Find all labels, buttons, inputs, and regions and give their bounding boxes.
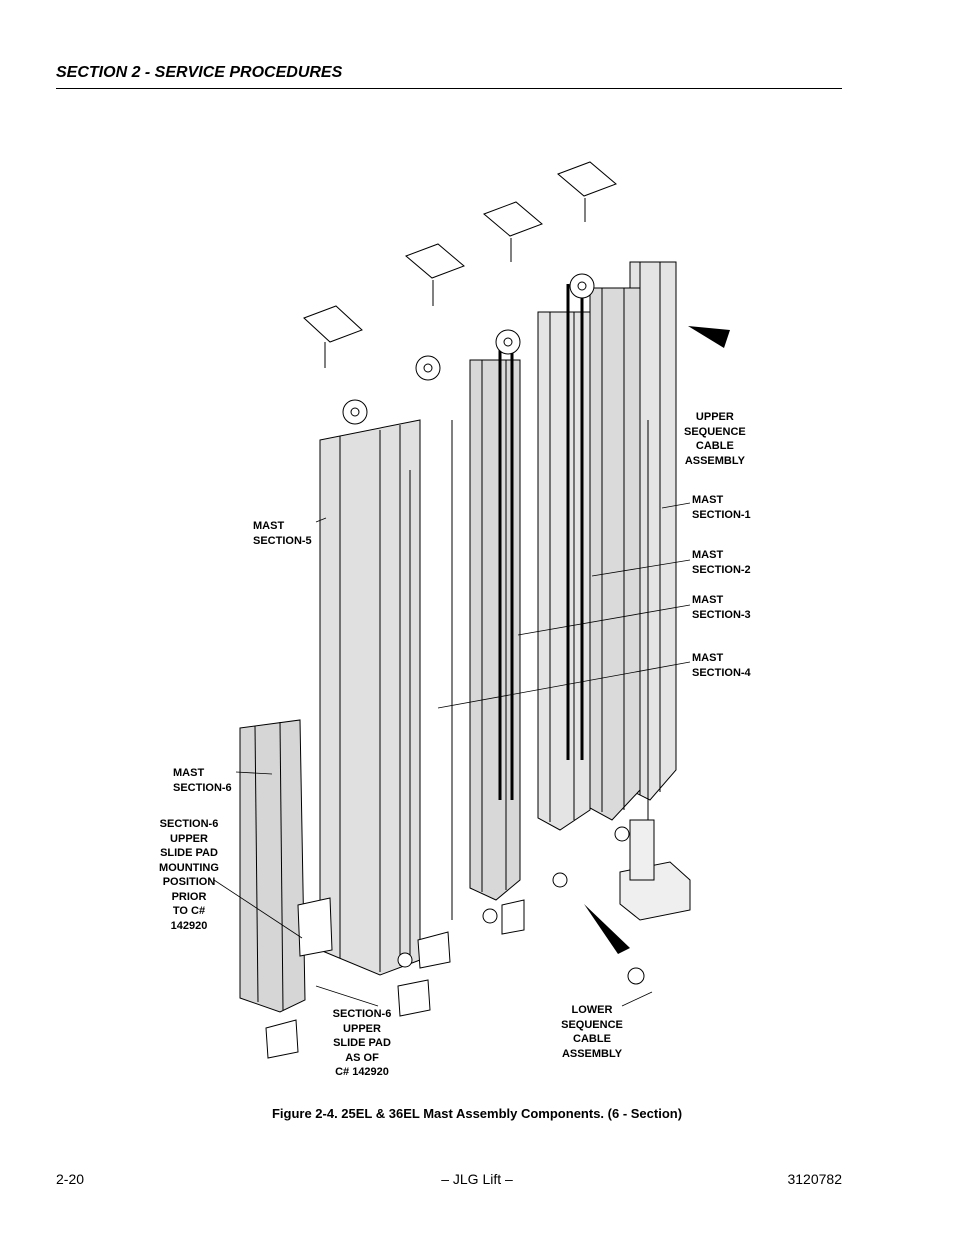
- callout-upper-sequence-cable-assembly: UPPER SEQUENCE CABLE ASSEMBLY: [684, 410, 746, 468]
- page-number: 2-20: [56, 1171, 85, 1187]
- callout-line: SECTION-3: [692, 608, 751, 621]
- callout-line: PRIOR: [171, 890, 207, 903]
- callout-mast-section-4: MAST SECTION-4: [692, 651, 751, 680]
- callout-line: LOWER: [571, 1004, 613, 1016]
- callout-line: MAST: [692, 652, 724, 664]
- mast-section-2-body: [589, 287, 641, 821]
- callout-line: CABLE: [573, 1033, 611, 1045]
- callout-mast-section-5: MAST SECTION-5: [253, 519, 312, 548]
- callout-line: AS OF: [345, 1051, 379, 1064]
- cover-plates: [303, 161, 617, 368]
- callout-line: POSITION: [162, 876, 216, 888]
- callout-line: ASSEMBLY: [684, 454, 745, 467]
- callout-line: SECTION-5: [253, 534, 312, 547]
- callout-line: UPPER: [170, 832, 208, 845]
- callout-slide-pad-prior: SECTION-6 UPPER SLIDE PAD MOUNTING POSIT…: [158, 817, 220, 933]
- callout-line: SECTION-1: [692, 508, 751, 521]
- callout-mast-section-2: MAST SECTION-2: [692, 548, 751, 577]
- mast-section-6-body: [239, 719, 306, 1013]
- callout-slide-pad-as-of: SECTION-6 UPPER SLIDE PAD AS OF C# 14292…: [330, 1007, 394, 1080]
- callout-mast-section-6: MAST SECTION-6: [173, 766, 232, 795]
- cables: [409, 420, 649, 960]
- base-block: [619, 819, 691, 921]
- callout-line: SEQUENCE: [561, 1018, 623, 1031]
- callout-line: SECTION-6: [159, 818, 219, 830]
- header-rule: [56, 88, 842, 89]
- callout-line: 142920: [170, 919, 208, 932]
- pointer-arrows: [584, 326, 730, 954]
- callout-line: ASSEMBLY: [561, 1047, 623, 1060]
- callout-line: UPPER: [343, 1022, 381, 1035]
- callout-line: MAST: [692, 549, 724, 561]
- callout-line: SECTION-6: [332, 1008, 392, 1020]
- callout-line: SLIDE PAD: [333, 1037, 391, 1049]
- callout-line: SECTION-2: [692, 563, 751, 576]
- callout-line: SECTION-4: [692, 666, 751, 679]
- footer-center: – JLG Lift –: [441, 1171, 513, 1187]
- callout-line: SECTION-6: [173, 781, 232, 794]
- slide-pads: [265, 897, 525, 1059]
- callout-line: MAST: [253, 520, 285, 532]
- callout-line: MAST: [692, 594, 724, 606]
- callout-line: UPPER: [695, 411, 734, 423]
- callout-line: TO C#: [172, 905, 206, 917]
- section-title: SECTION 2 - SERVICE PROCEDURES: [56, 64, 343, 81]
- callout-line: MAST: [692, 494, 724, 506]
- callout-line: SEQUENCE: [684, 425, 746, 438]
- callout-line: SLIDE PAD: [160, 847, 218, 859]
- callout-line: CABLE: [695, 440, 734, 452]
- chains: [498, 284, 584, 800]
- callout-line: MAST: [173, 767, 205, 779]
- leader-lines: [213, 502, 691, 1007]
- mast-section-3-body: [537, 311, 591, 831]
- callout-mast-section-3: MAST SECTION-3: [692, 593, 751, 622]
- sheaves: [342, 273, 645, 985]
- callout-line: C# 142920: [335, 1066, 389, 1078]
- callout-mast-section-1: MAST SECTION-1: [692, 493, 751, 522]
- callout-line: MOUNTING: [159, 861, 219, 874]
- figure-caption: Figure 2-4. 25EL & 36EL Mast Assembly Co…: [271, 1106, 683, 1121]
- callout-lower-sequence-cable-assembly: LOWER SEQUENCE CABLE ASSEMBLY: [560, 1003, 624, 1061]
- mast-section-5-body: [319, 419, 421, 976]
- document-number: 3120782: [787, 1171, 842, 1187]
